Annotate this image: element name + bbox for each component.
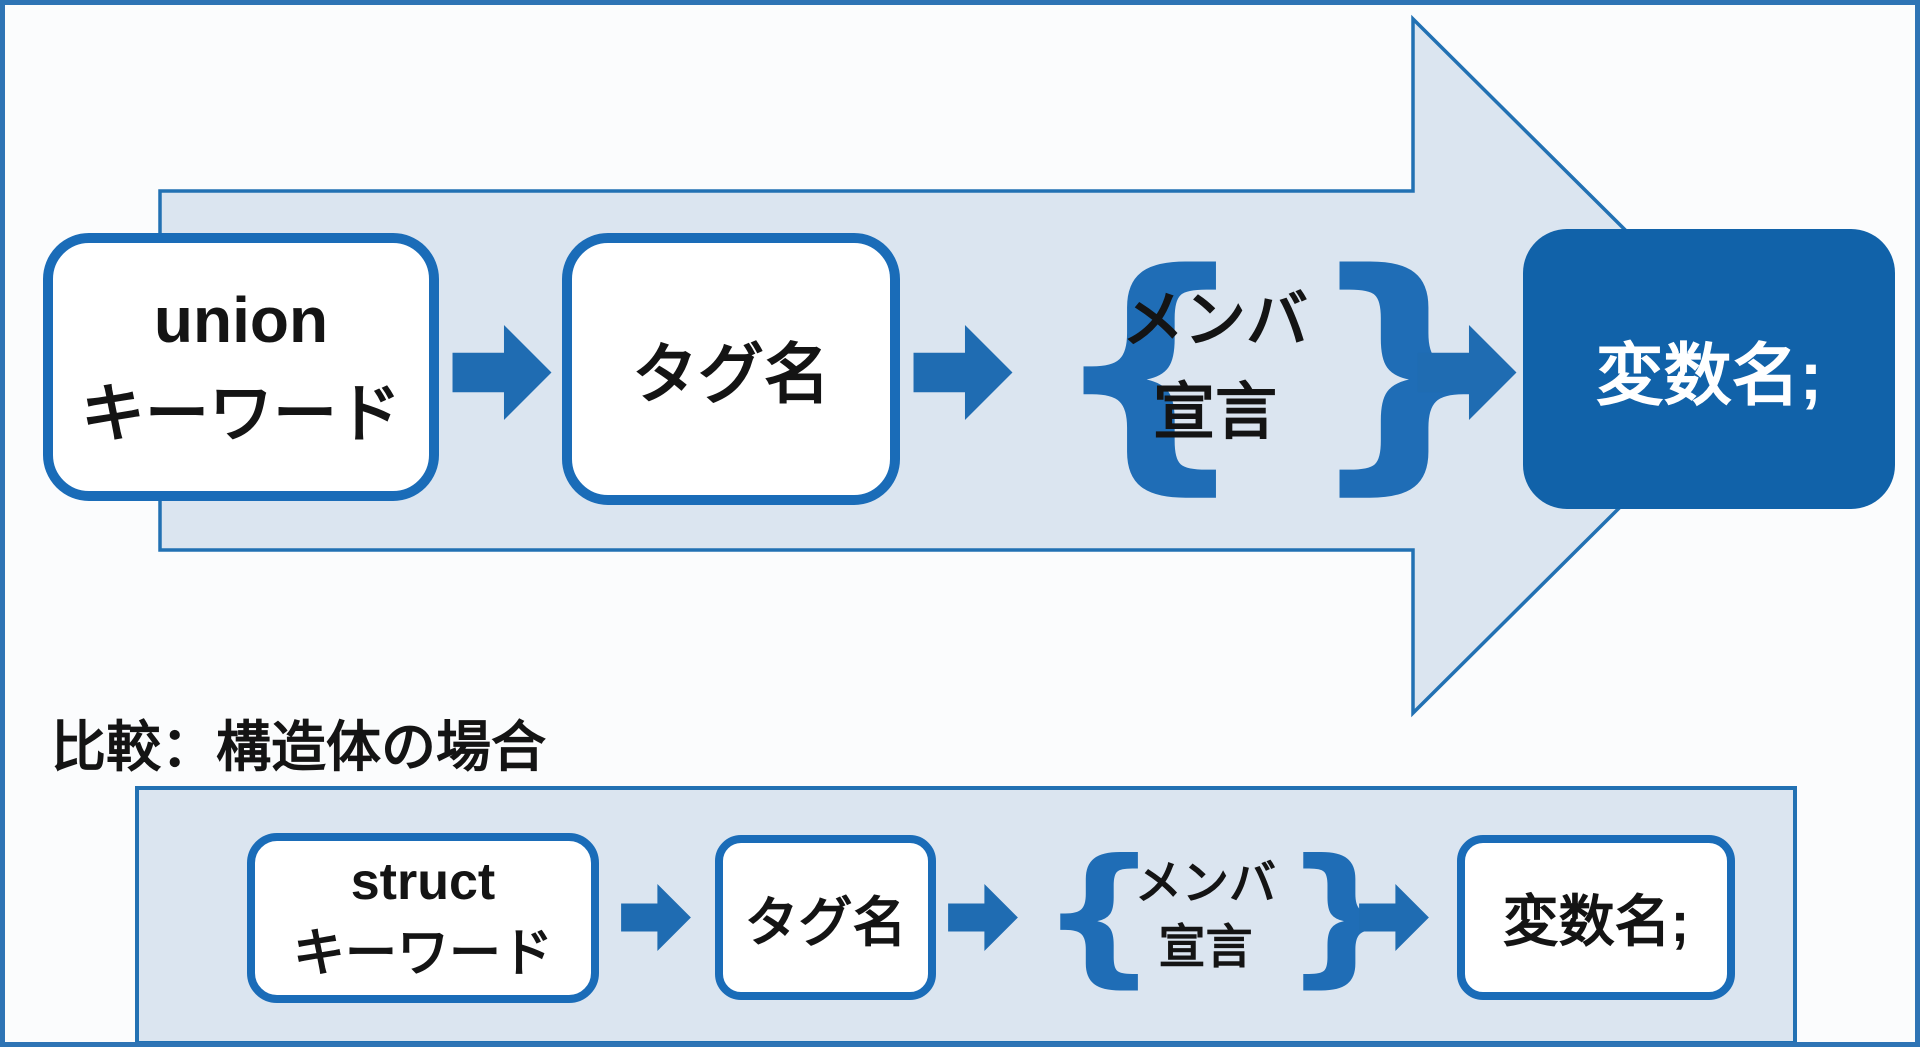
comparison-section-label: 比較：構造体の場合: [51, 716, 547, 778]
variable-name-label: 変数名;: [1595, 337, 1823, 414]
open-brace: {: [1047, 219, 1252, 517]
member-declaration-text: メンバ 宣言: [1120, 275, 1310, 459]
member-declaration-text-comparison: メンバ 宣言: [1113, 851, 1298, 979]
variable-name-box: 変数名;: [1523, 229, 1895, 509]
member-line1: メンバ: [1121, 286, 1308, 355]
union-keyword-box: union キーワード: [43, 233, 439, 501]
struct-keyword-line2: キーワード: [292, 925, 553, 983]
flow-arrow-icon: [948, 884, 1018, 951]
flow-arrow-icon: [1417, 325, 1517, 420]
tag-name-box: タグ名: [562, 233, 900, 505]
union-keyword-line2: キーワード: [81, 378, 401, 450]
close-brace: }: [1303, 219, 1508, 517]
close-brace: }: [1282, 828, 1402, 1002]
member-line2: 宣言: [1152, 378, 1277, 447]
struct-keyword-box: struct キーワード: [247, 833, 599, 1003]
variable-name-box-comparison: 変数名;: [1457, 835, 1735, 1000]
open-brace: {: [1039, 828, 1159, 1002]
variable-name-label-comparison: 変数名;: [1502, 890, 1690, 953]
flow-arrow-icon: [1359, 884, 1429, 951]
flow-arrow-icon: [621, 884, 691, 951]
union-keyword-line1: union: [153, 284, 329, 356]
member-line2: 宣言: [1158, 920, 1253, 973]
tag-name-label-comparison: タグ名: [744, 893, 907, 953]
struct-keyword-line1: struct: [350, 853, 496, 911]
flow-arrow-icon: [452, 325, 552, 420]
tag-name-box-comparison: タグ名: [715, 835, 936, 1000]
flow-arrow-icon: [913, 325, 1013, 420]
tag-name-label: タグ名: [632, 337, 830, 411]
member-line1: メンバ: [1135, 856, 1276, 909]
